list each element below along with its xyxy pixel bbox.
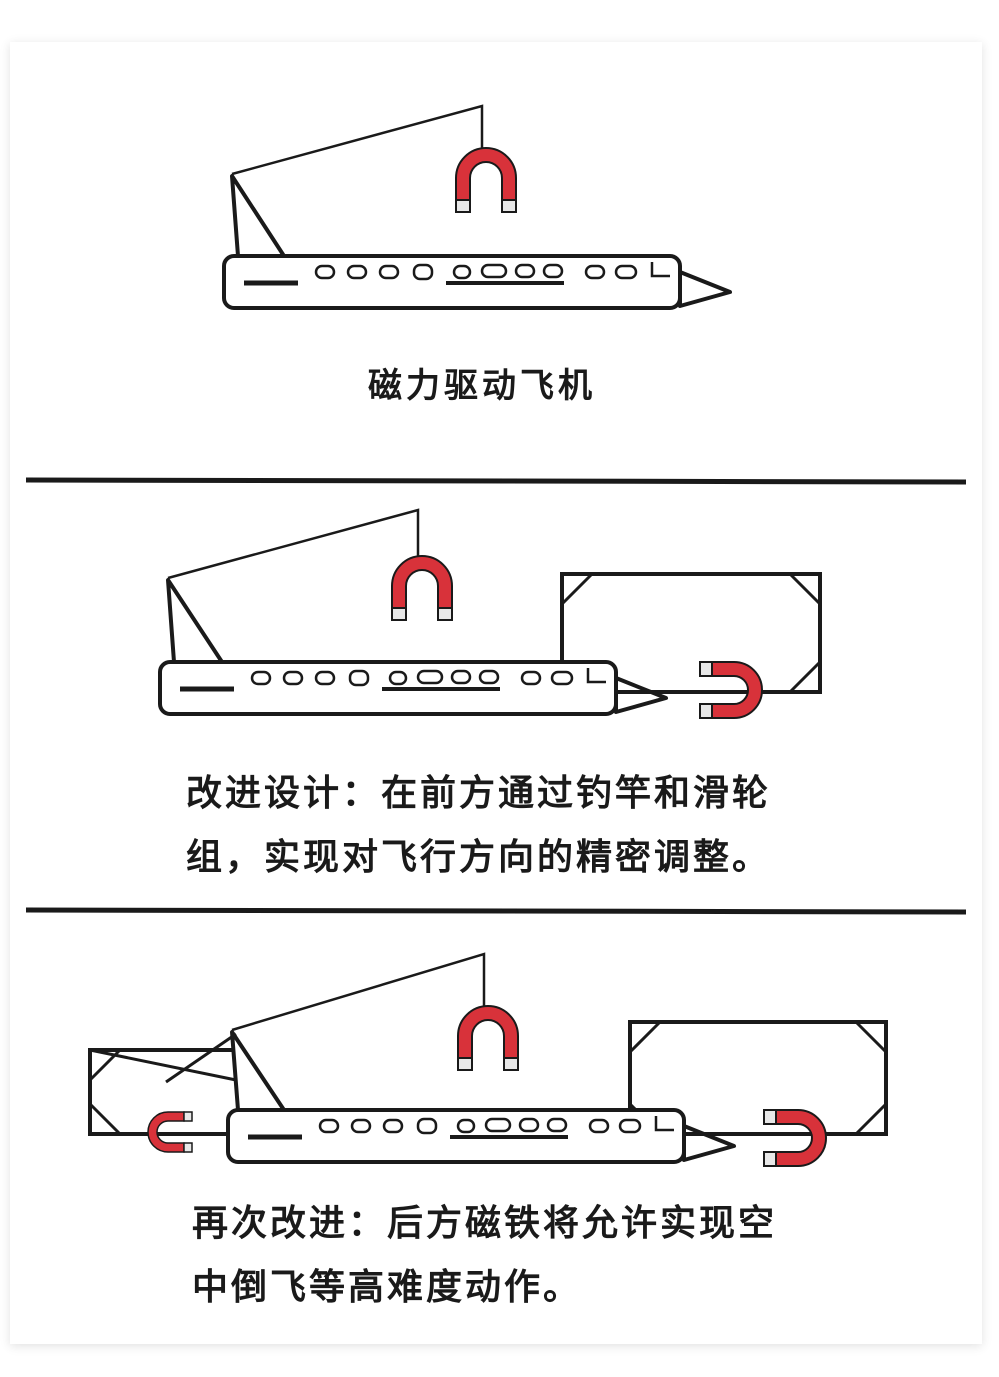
fuselage: [160, 662, 616, 714]
caption-panel-1: 磁力驱动飞机: [368, 366, 596, 406]
tail-fin: [166, 578, 224, 664]
panel-2-diagram: [160, 508, 822, 719]
pull-line: [231, 952, 486, 1032]
panel-3-diagram: [88, 952, 888, 1167]
pull-line: [167, 508, 420, 580]
magnet-icon: [455, 147, 517, 213]
tail-fin: [230, 1030, 286, 1112]
caption-panel-3-line-1: 再次改进：后方磁铁将允许实现空: [192, 1203, 778, 1244]
fuselage: [224, 256, 680, 308]
magnet-icon: [391, 555, 453, 621]
nose-cone: [678, 270, 732, 308]
caption-panel-2-line-1: 改进设计：在前方通过钓竿和滑轮: [186, 773, 772, 814]
divider-line: [25, 477, 967, 485]
front-magnet-icon: [763, 1109, 827, 1167]
panel-1-diagram: [224, 104, 732, 308]
tail-fin: [230, 174, 286, 258]
caption-panel-3-line-2: 中倒飞等高难度动作。: [192, 1267, 583, 1308]
magnet-icon: [457, 1005, 519, 1071]
divider-line: [25, 907, 967, 915]
pull-line: [231, 104, 484, 176]
fuselage: [228, 1110, 684, 1162]
caption-panel-2-line-2: 组，实现对飞行方向的精密调整。: [186, 837, 772, 878]
